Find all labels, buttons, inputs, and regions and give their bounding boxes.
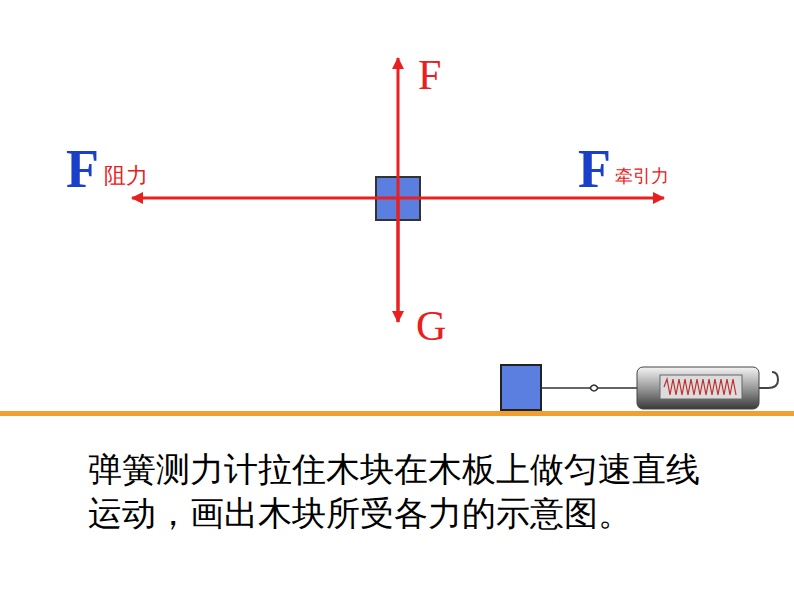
gravity-arrow xyxy=(397,198,400,322)
force-symbol: F xyxy=(578,142,611,196)
traction-arrow xyxy=(398,197,664,200)
force-name: 牵引力 xyxy=(615,167,669,185)
resistance-arrow xyxy=(132,197,398,200)
spring-scale-body xyxy=(637,367,759,409)
wooden-board xyxy=(0,411,794,416)
scale-window xyxy=(660,375,742,399)
force-name: 阻力 xyxy=(104,165,148,187)
string xyxy=(541,387,590,389)
support-force-arrow xyxy=(397,58,400,322)
spring-coil xyxy=(664,379,736,395)
scale-hook xyxy=(759,372,778,388)
force-symbol: F xyxy=(418,54,441,96)
hook xyxy=(590,385,638,391)
force-symbol: G xyxy=(416,305,446,347)
caption: 弹簧测力计拉住木块在木板上做匀速直线运动，画出木块所受各力的示意图。 xyxy=(88,447,718,535)
small-block xyxy=(501,365,541,410)
coil-stroke xyxy=(664,379,736,395)
force-symbol: F xyxy=(66,142,99,196)
